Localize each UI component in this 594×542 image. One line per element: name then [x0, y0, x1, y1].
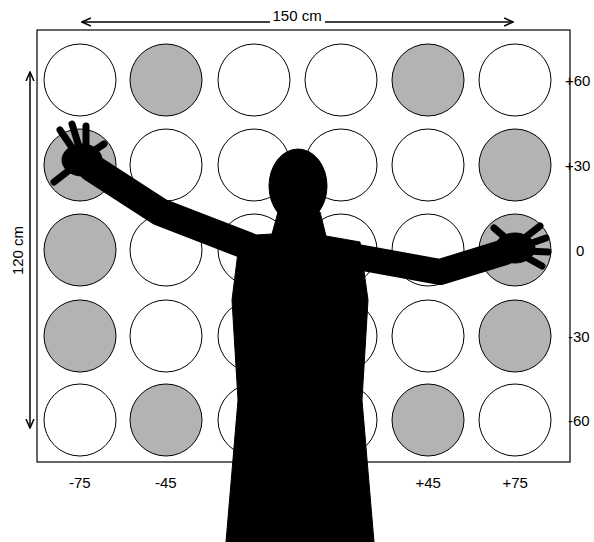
width-label: 150 cm [270, 8, 325, 23]
target-circle [44, 44, 116, 116]
row-label: +30 [565, 158, 590, 173]
target-circle [305, 44, 377, 116]
target-circle [479, 44, 551, 116]
target-circle [44, 384, 116, 456]
target-circle [392, 44, 464, 116]
target-circle [392, 384, 464, 456]
target-circle [130, 300, 202, 372]
column-label: -45 [155, 475, 177, 490]
target-circle [479, 129, 551, 201]
target-circle [392, 129, 464, 201]
target-circle [44, 214, 116, 286]
target-circle [392, 300, 464, 372]
height-dimension [29, 72, 31, 428]
row-label: 0 [576, 243, 584, 258]
target-circle [44, 300, 116, 372]
target-circle [479, 384, 551, 456]
target-circle [479, 300, 551, 372]
target-circle [218, 44, 290, 116]
row-label: -60 [568, 413, 590, 428]
column-label: +45 [416, 475, 441, 490]
height-label: 120 cm [10, 222, 25, 277]
column-label: -75 [69, 475, 91, 490]
target-circle [130, 44, 202, 116]
target-circle [130, 384, 202, 456]
row-label: -30 [568, 329, 590, 344]
row-label: +60 [565, 73, 590, 88]
person-silhouette [54, 124, 548, 542]
column-label: +75 [503, 475, 528, 490]
